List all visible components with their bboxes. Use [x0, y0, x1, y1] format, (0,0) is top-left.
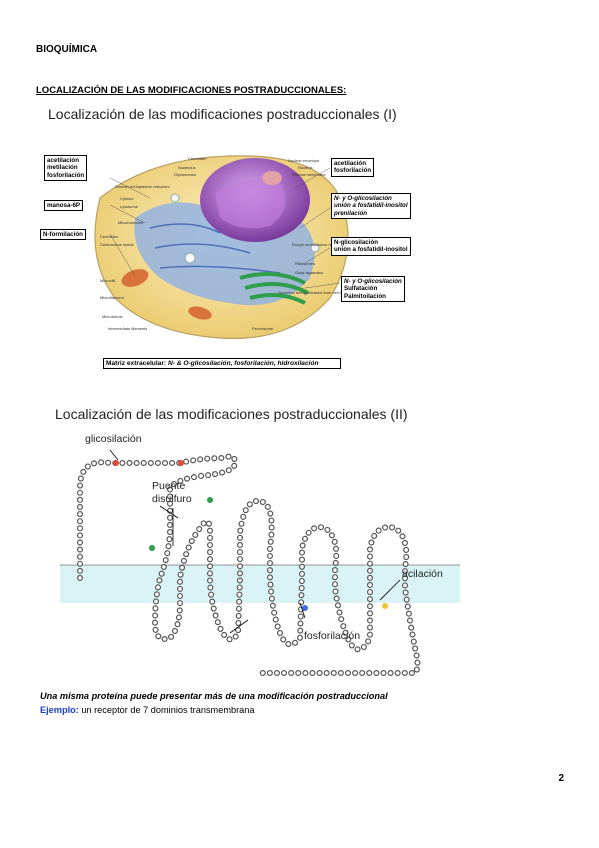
box-golgi-modifications: N- y O-glicosilación Sulfatación Palmito… — [341, 276, 405, 303]
vesicle — [170, 193, 180, 203]
caption-line-1: Una misma proteína puede presentar más d… — [40, 691, 388, 701]
arrow-glycosylation — [109, 449, 119, 461]
figure1-title: Localización de las modificaciones postr… — [48, 106, 397, 122]
receptor-diagram — [60, 428, 460, 683]
lbl-rough-er: Rough endoplasmic reticulum — [292, 242, 345, 247]
golgi-apparatus — [239, 272, 309, 305]
glycosylation-site — [113, 460, 119, 466]
box-manosa-6p: manosa-6P — [44, 200, 84, 212]
mitochondrion-2 — [188, 306, 212, 320]
box-rough-er-modifications: N-glicosilación unión a fosfatidil-inosi… — [331, 237, 411, 256]
caption-line-2: Ejemplo: un receptor de 7 dominios trans… — [40, 705, 254, 715]
cell-illustration — [94, 155, 349, 340]
document-header: BIOQUÍMICA — [36, 44, 98, 55]
cell-diagram: Chromatin Nucleolus Glycosomes Nuclear e… — [40, 138, 440, 378]
lbl-ribosomes: Ribosomes — [295, 261, 316, 266]
arrow-acylation — [379, 579, 401, 601]
membrane-band — [60, 565, 460, 603]
glycosylation-site — [178, 460, 184, 466]
lbl-centrioles: Centrioles — [100, 234, 119, 239]
chromatin — [215, 179, 286, 229]
seven-tm-receptor — [60, 449, 460, 676]
phosphorylation-site — [302, 605, 308, 611]
box-nucleus-modifications: acetilación fosforilación — [331, 158, 375, 177]
nucleolus — [262, 171, 282, 185]
section-title: LOCALIZACIÓN DE LAS MODIFICACIONES POSTR… — [36, 85, 347, 96]
er-membrane-lines — [149, 223, 281, 274]
lbl-nuclear-envelope: Nuclear envelope — [288, 158, 320, 163]
lbl-plasma-membrane: Plasma membrane — [292, 172, 326, 177]
lbl-smooth-er: Smooth endoplasmic reticulum — [115, 184, 170, 189]
lbl-microtubule: Microtubule — [102, 314, 123, 319]
disulfide-residue — [149, 545, 155, 551]
lbl-glycosomes: Glycosomes — [174, 172, 197, 177]
lbl-nucleolus: Nucleolus — [178, 165, 196, 170]
vesicle — [184, 252, 196, 264]
figure2-title: Localización de las modificaciones postr… — [55, 406, 408, 422]
box-extracellular-matrix: Matriz extracelular: N- & O-glicosilació… — [103, 358, 341, 370]
acylation-site — [382, 603, 388, 609]
lbl-centrosome-matrix: Centrosome matrix — [100, 242, 134, 247]
lbl-nucleus: Nucleus — [298, 165, 313, 170]
lbl-lysosome: Lysosome — [120, 204, 139, 209]
arrow-disulfide-a — [159, 505, 179, 519]
lbl-microfilament: Microfilament — [100, 295, 124, 300]
lbl-mitochondrion: Mitochondrion — [118, 220, 144, 225]
label-glicosilacion: glicosilación — [85, 433, 142, 445]
mitochondrion-1 — [121, 269, 149, 287]
box-cytosol-modifications: acetilación metilación fosforilación — [44, 155, 88, 182]
label-acilacion: acilación — [402, 568, 443, 580]
box-er-modifications: N- y O-glicosilación unión a fosfatidil-… — [331, 193, 411, 220]
lbl-cytosol: Cytosol — [120, 196, 134, 201]
label-puente: Puente — [152, 480, 186, 492]
label-fosforilacion: fosforilación — [304, 630, 361, 642]
lbl-intermediate-filaments: Intermediate filaments — [108, 326, 148, 331]
caption-example-text: un receptor de 7 dominios transmembrana — [78, 705, 255, 715]
lbl-microvilli: Microvilli — [100, 278, 116, 283]
page-number: 2 — [558, 773, 564, 784]
arrow-extra — [229, 619, 249, 634]
lbl-peroxisome: Peroxisome — [252, 326, 274, 331]
vesicle — [310, 243, 320, 253]
lbl-golgi: Golgi apparatus — [295, 270, 324, 275]
disulfide-residue — [207, 497, 213, 503]
lbl-secretion: Secretion being released from cell by ex… — [278, 290, 364, 295]
arrow-phosphorylation — [299, 602, 306, 619]
box-n-formilacion: N-formilación — [40, 229, 86, 241]
protein-chain-beads — [78, 454, 420, 675]
caption-example-label: Ejemplo: — [40, 705, 79, 715]
label-disulfuro: disulfuro — [152, 493, 192, 505]
lbl-chromatin: Chromatin — [188, 156, 207, 161]
